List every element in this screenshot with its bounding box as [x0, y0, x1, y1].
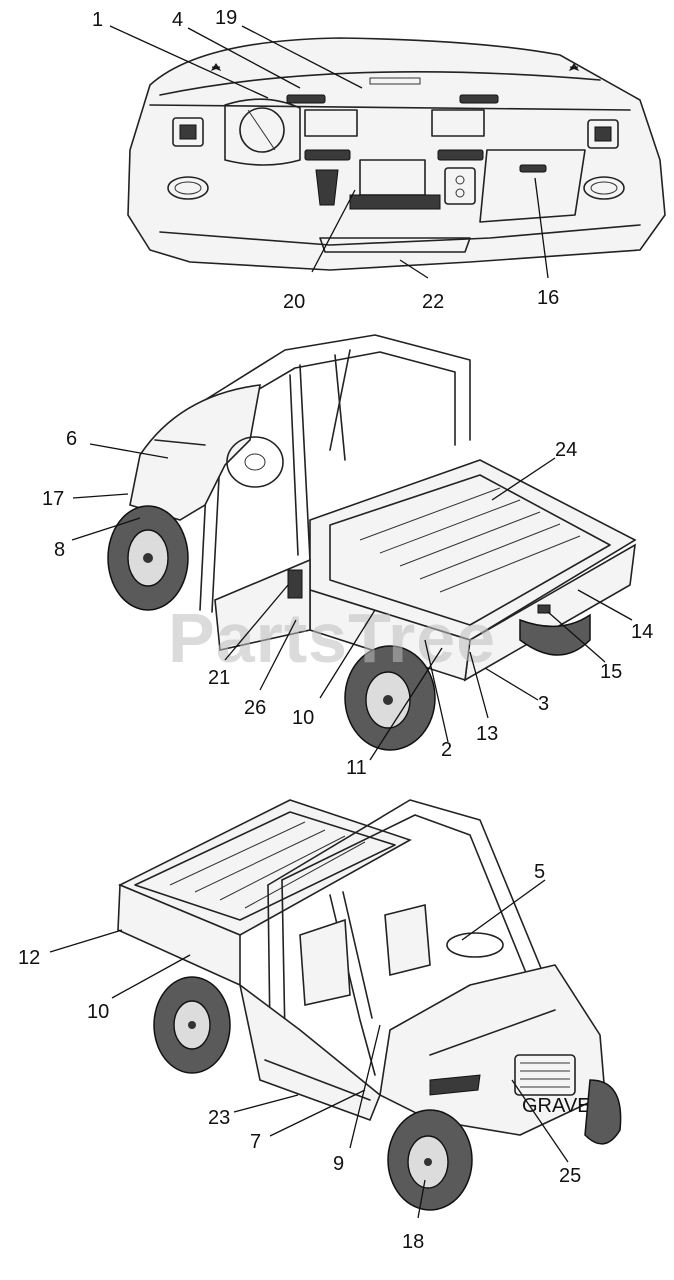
callout-16: 16	[537, 287, 559, 309]
callout-18: 18	[402, 1231, 424, 1253]
dashboard-view	[127, 37, 666, 271]
callout-labels: 1 4 19 20 22 16 6 17 8 24 14 15 21 26 10…	[18, 7, 653, 1253]
wheel-front-left-front-view	[387, 1109, 473, 1211]
callout-23: 23	[208, 1107, 230, 1129]
callout-13: 13	[476, 723, 498, 745]
leader-lines	[49, 25, 633, 1219]
callout-11: 11	[346, 757, 367, 779]
callout-12: 12	[18, 947, 40, 969]
callout-6: 6	[66, 428, 77, 450]
rear-three-quarter-view	[107, 334, 637, 751]
wheel-front-right-front-view	[584, 1079, 622, 1145]
callout-5: 5	[534, 861, 545, 883]
callout-8: 8	[54, 539, 65, 561]
callout-20: 20	[283, 291, 305, 313]
callout-15: 15	[600, 661, 622, 683]
callout-25: 25	[559, 1165, 581, 1187]
watermark-text: PartsTree	[168, 599, 496, 677]
callout-10-rear: 10	[292, 707, 314, 729]
callout-24: 24	[555, 439, 577, 461]
callout-10-front: 10	[87, 1001, 109, 1023]
callout-2: 2	[441, 739, 452, 761]
callout-1: 1	[92, 9, 103, 31]
callout-19: 19	[215, 7, 237, 29]
callout-7: 7	[250, 1131, 261, 1153]
front-three-quarter-view: GRAVELY	[117, 799, 622, 1211]
wheel-rear-left-front-view	[153, 976, 231, 1074]
callout-22: 22	[422, 291, 444, 313]
callout-26: 26	[244, 697, 266, 719]
wheel-rear-left	[519, 613, 591, 656]
callout-17: 17	[42, 488, 64, 510]
callout-4: 4	[172, 9, 183, 31]
callout-3: 3	[538, 693, 549, 715]
callout-21: 21	[208, 667, 230, 689]
callout-14: 14	[631, 621, 653, 643]
wheel-front-left	[107, 505, 189, 611]
callout-9: 9	[333, 1153, 344, 1175]
